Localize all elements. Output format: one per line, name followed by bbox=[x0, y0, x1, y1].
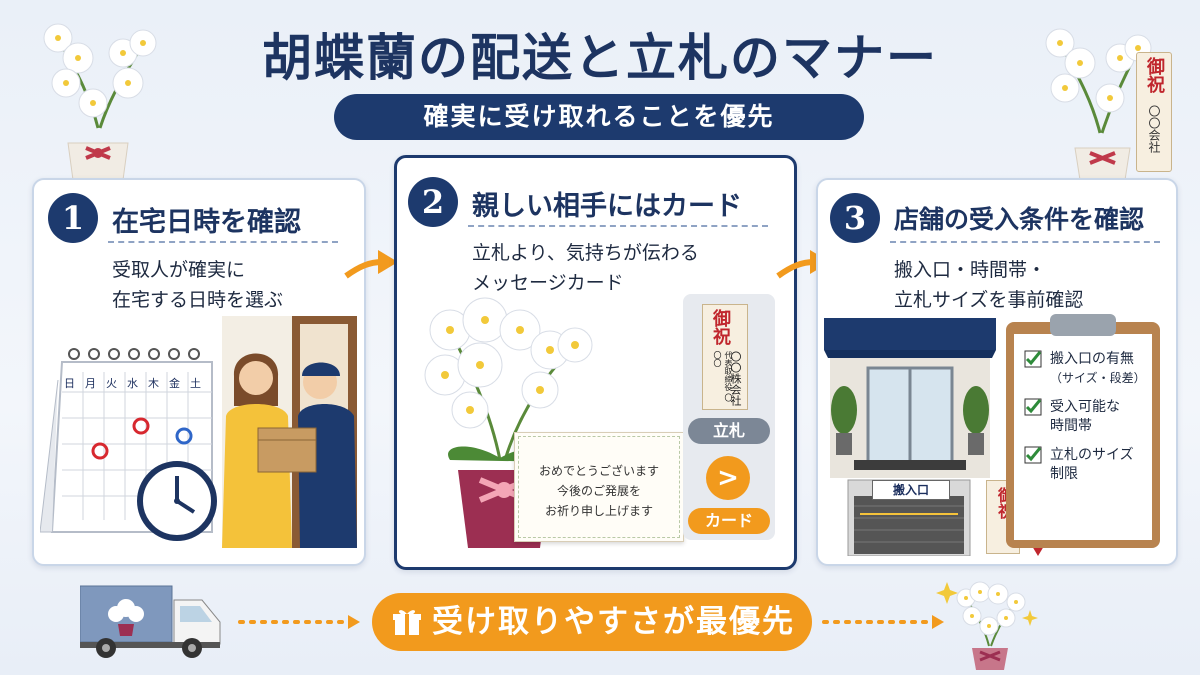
orchid-delivered-icon bbox=[936, 581, 1038, 670]
calendar-day-sat: 土 bbox=[190, 377, 201, 390]
calendar-day-thu: 木 bbox=[148, 377, 159, 390]
delivery-truck-icon bbox=[80, 585, 221, 658]
orchid-left-icon bbox=[43, 23, 157, 181]
step-desc-2a: 立札より、気持ちが伝わる bbox=[472, 242, 699, 264]
step-title-2: 親しい相手にはカード bbox=[472, 191, 742, 222]
tatefuda-label: 立札 bbox=[688, 418, 770, 444]
checklist-1-line2: （サイズ・段差） bbox=[1050, 371, 1146, 385]
clipboard-clip bbox=[1050, 314, 1116, 336]
message-line-3: お祈り申し上げます bbox=[544, 504, 653, 518]
checkbox-checked-icon bbox=[1024, 350, 1042, 368]
step-desc-2b: メッセージカード bbox=[472, 272, 624, 294]
tatefuda-company: 〇〇株会社 bbox=[729, 351, 742, 406]
step-title-3: 店舗の受入条件を確認 bbox=[894, 205, 1145, 234]
message-card: おめでとうございます 今後のご発展を お祈り申し上げます bbox=[514, 432, 684, 542]
gift-icon bbox=[393, 610, 421, 635]
step-number-3: 3 bbox=[830, 193, 880, 243]
message-line-1: おめでとうございます bbox=[538, 464, 659, 478]
dotted-arrow-right bbox=[822, 615, 944, 629]
step-desc-1b: 在宅する日時を選ぶ bbox=[112, 289, 284, 311]
clipboard-paper bbox=[1014, 334, 1152, 540]
step-number-1: 1 bbox=[48, 193, 98, 243]
step-desc-1a: 受取人が確実に bbox=[112, 259, 246, 281]
checklist-3-line2: 制限 bbox=[1050, 466, 1078, 482]
clock-icon bbox=[137, 461, 217, 541]
calendar-day-fri: 金 bbox=[169, 377, 180, 390]
store-front-icon bbox=[824, 318, 996, 556]
checkbox-checked-icon bbox=[1024, 446, 1042, 464]
orchid-right-icon bbox=[1045, 28, 1152, 181]
checkbox-checked-icon bbox=[1024, 398, 1042, 416]
page-title: 胡蝶蘭の配送と立札のマナー bbox=[262, 28, 938, 87]
card-label: カード bbox=[688, 508, 770, 534]
dotted-arrow-left bbox=[238, 615, 360, 629]
delivery-scene-icon bbox=[222, 316, 357, 548]
step-number-2: 2 bbox=[408, 177, 458, 227]
calendar-day-sun: 日 bbox=[64, 377, 75, 390]
step-divider-1 bbox=[108, 241, 338, 243]
step-title-1: 在宅日時を確認 bbox=[112, 207, 301, 238]
priority-banner: 受け取りやすさが最優先 bbox=[372, 593, 812, 651]
step-divider-3 bbox=[890, 241, 1160, 243]
subtitle-pill: 確実に受け取れることを優先 bbox=[334, 94, 864, 140]
compare-arrow-icon: > bbox=[706, 456, 750, 500]
corner-tatefuda-big: 御祝 bbox=[1144, 57, 1165, 93]
calendar-day-mon: 月 bbox=[85, 377, 96, 390]
calendar-header: 日 月 火 水 木 金 土 bbox=[64, 375, 212, 391]
arrow-right-icon bbox=[344, 250, 398, 279]
corner-tatefuda-small: 〇〇会社 bbox=[1147, 105, 1161, 153]
calendar-day-wed: 水 bbox=[127, 377, 138, 390]
corner-tatefuda: 御祝 〇〇会社 bbox=[1136, 52, 1172, 172]
step-divider-2 bbox=[468, 225, 768, 227]
checklist-1-line1: 搬入口の有無 bbox=[1050, 351, 1134, 367]
step-desc-3a: 搬入口・時間帯・ bbox=[894, 259, 1047, 281]
calendar-day-tue: 火 bbox=[106, 377, 117, 390]
checklist-2-line2: 時間帯 bbox=[1050, 418, 1092, 434]
tatefuda-big: 御祝 bbox=[710, 309, 731, 345]
entrance-sign: 搬入口 bbox=[872, 480, 950, 500]
tatefuda-role: 代表取締役 〇〇〇 bbox=[713, 351, 733, 402]
checklist-2-line1: 受入可能な bbox=[1050, 399, 1120, 415]
checklist-3-line1: 立札のサイズ bbox=[1050, 447, 1134, 463]
step-desc-3b: 立札サイズを事前確認 bbox=[894, 289, 1084, 311]
message-line-2: 今後のご発展を bbox=[556, 484, 641, 498]
tatefuda-board: 御祝 〇〇株会社 代表取締役 〇〇〇 bbox=[702, 304, 748, 410]
